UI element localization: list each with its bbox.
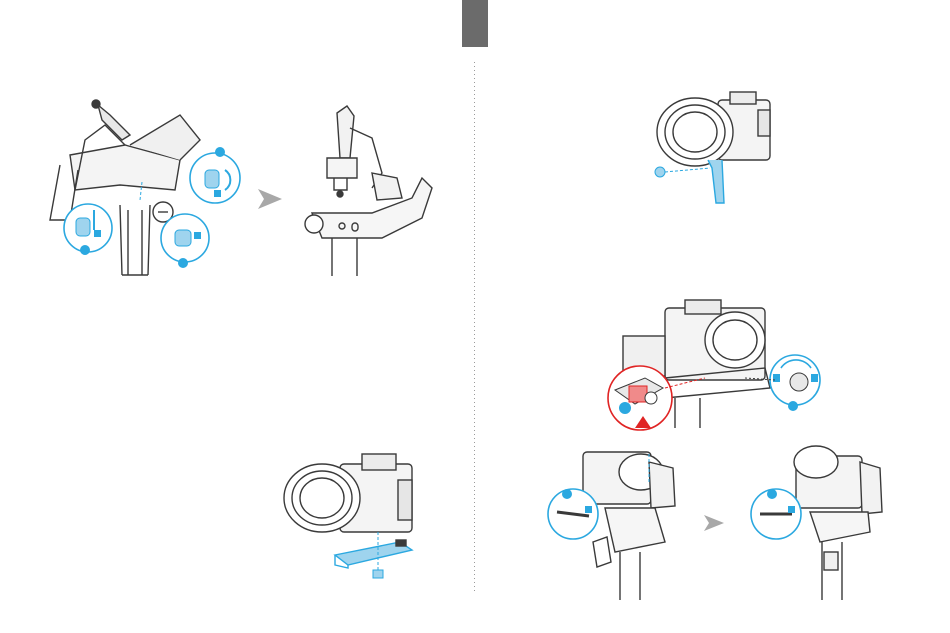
lock-detail-1: [190, 147, 240, 203]
arrow-right-icon: [702, 513, 726, 533]
figure-camera-mounted: [605, 298, 830, 438]
lock-detail-2: [64, 204, 112, 255]
figure-gimbal-unfolded: [292, 98, 442, 278]
lock-knob-detail: [770, 355, 820, 411]
lock-icon: [773, 374, 780, 382]
lock-icon: [214, 190, 221, 197]
arrow-right-icon: [256, 187, 284, 211]
column-divider: [474, 62, 475, 592]
figure-gimbal-folded: [30, 90, 250, 280]
figure-balance-before: [545, 442, 685, 602]
figure-camera-plate: [640, 88, 780, 208]
figure-balance-after: [750, 442, 890, 602]
page-tab: [462, 0, 488, 47]
alert-detail: [608, 366, 672, 430]
figure-camera-screw: [280, 450, 430, 590]
lock-detail-3: [161, 214, 209, 268]
lock-icon: [194, 232, 201, 239]
lock-icon: [94, 230, 101, 237]
